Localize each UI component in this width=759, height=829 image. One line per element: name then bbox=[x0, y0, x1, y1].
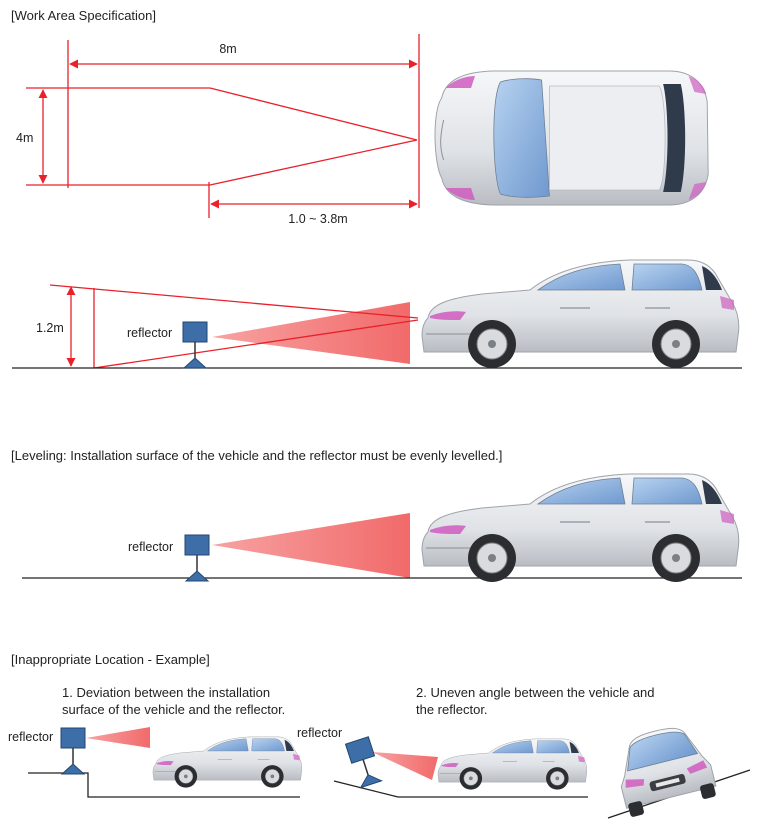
sloped-ground bbox=[333, 780, 588, 798]
reflector-label-4: reflector bbox=[297, 726, 342, 740]
label-range: 1.0 ~ 3.8m bbox=[288, 212, 347, 226]
reflector-label-1: reflector bbox=[127, 326, 172, 340]
beam-cone-ex2 bbox=[372, 752, 438, 780]
vehicle-front-tilted bbox=[609, 719, 719, 819]
reflector-label-2: reflector bbox=[128, 540, 173, 554]
leveling-title: [Leveling: Installation surface of the v… bbox=[11, 448, 502, 463]
reflector-ex1 bbox=[60, 727, 86, 775]
vehicle-side-view-1 bbox=[421, 259, 740, 369]
work-area-title: [Work Area Specification] bbox=[11, 8, 156, 23]
label-4m: 4m bbox=[16, 131, 33, 145]
beam-cone-leveling bbox=[212, 513, 410, 578]
work-area-side-view bbox=[12, 284, 742, 369]
converging-line-bottom bbox=[209, 139, 418, 186]
vehicle-top-view bbox=[434, 70, 709, 206]
inappropriate-title: [Inappropriate Location - Example] bbox=[11, 652, 210, 667]
label-12m: 1.2m bbox=[36, 321, 64, 335]
step-ground bbox=[28, 772, 300, 798]
converging-line-top bbox=[209, 87, 418, 141]
leveling-view bbox=[22, 513, 742, 579]
height-line-top bbox=[49, 284, 419, 319]
example-2-caption: 2. Uneven angle between the vehicle and … bbox=[416, 685, 655, 717]
vehicle-side-view-2 bbox=[421, 473, 740, 583]
label-8m: 8m bbox=[219, 42, 236, 56]
vehicle-ex2 bbox=[437, 738, 588, 790]
example-1-view bbox=[28, 727, 300, 798]
beam-cone-ex1 bbox=[86, 727, 150, 748]
reflector-side bbox=[182, 321, 208, 369]
work-area-top-view bbox=[26, 34, 420, 218]
beam-cone bbox=[212, 302, 410, 364]
example-1-caption: 1. Deviation between the installation su… bbox=[62, 685, 286, 717]
reflector-label-3: reflector bbox=[8, 730, 53, 744]
reflector-leveling bbox=[184, 534, 210, 582]
height-line-bottom bbox=[93, 319, 419, 369]
vehicle-ex1 bbox=[152, 736, 303, 788]
reflector-ex2 bbox=[344, 736, 384, 789]
